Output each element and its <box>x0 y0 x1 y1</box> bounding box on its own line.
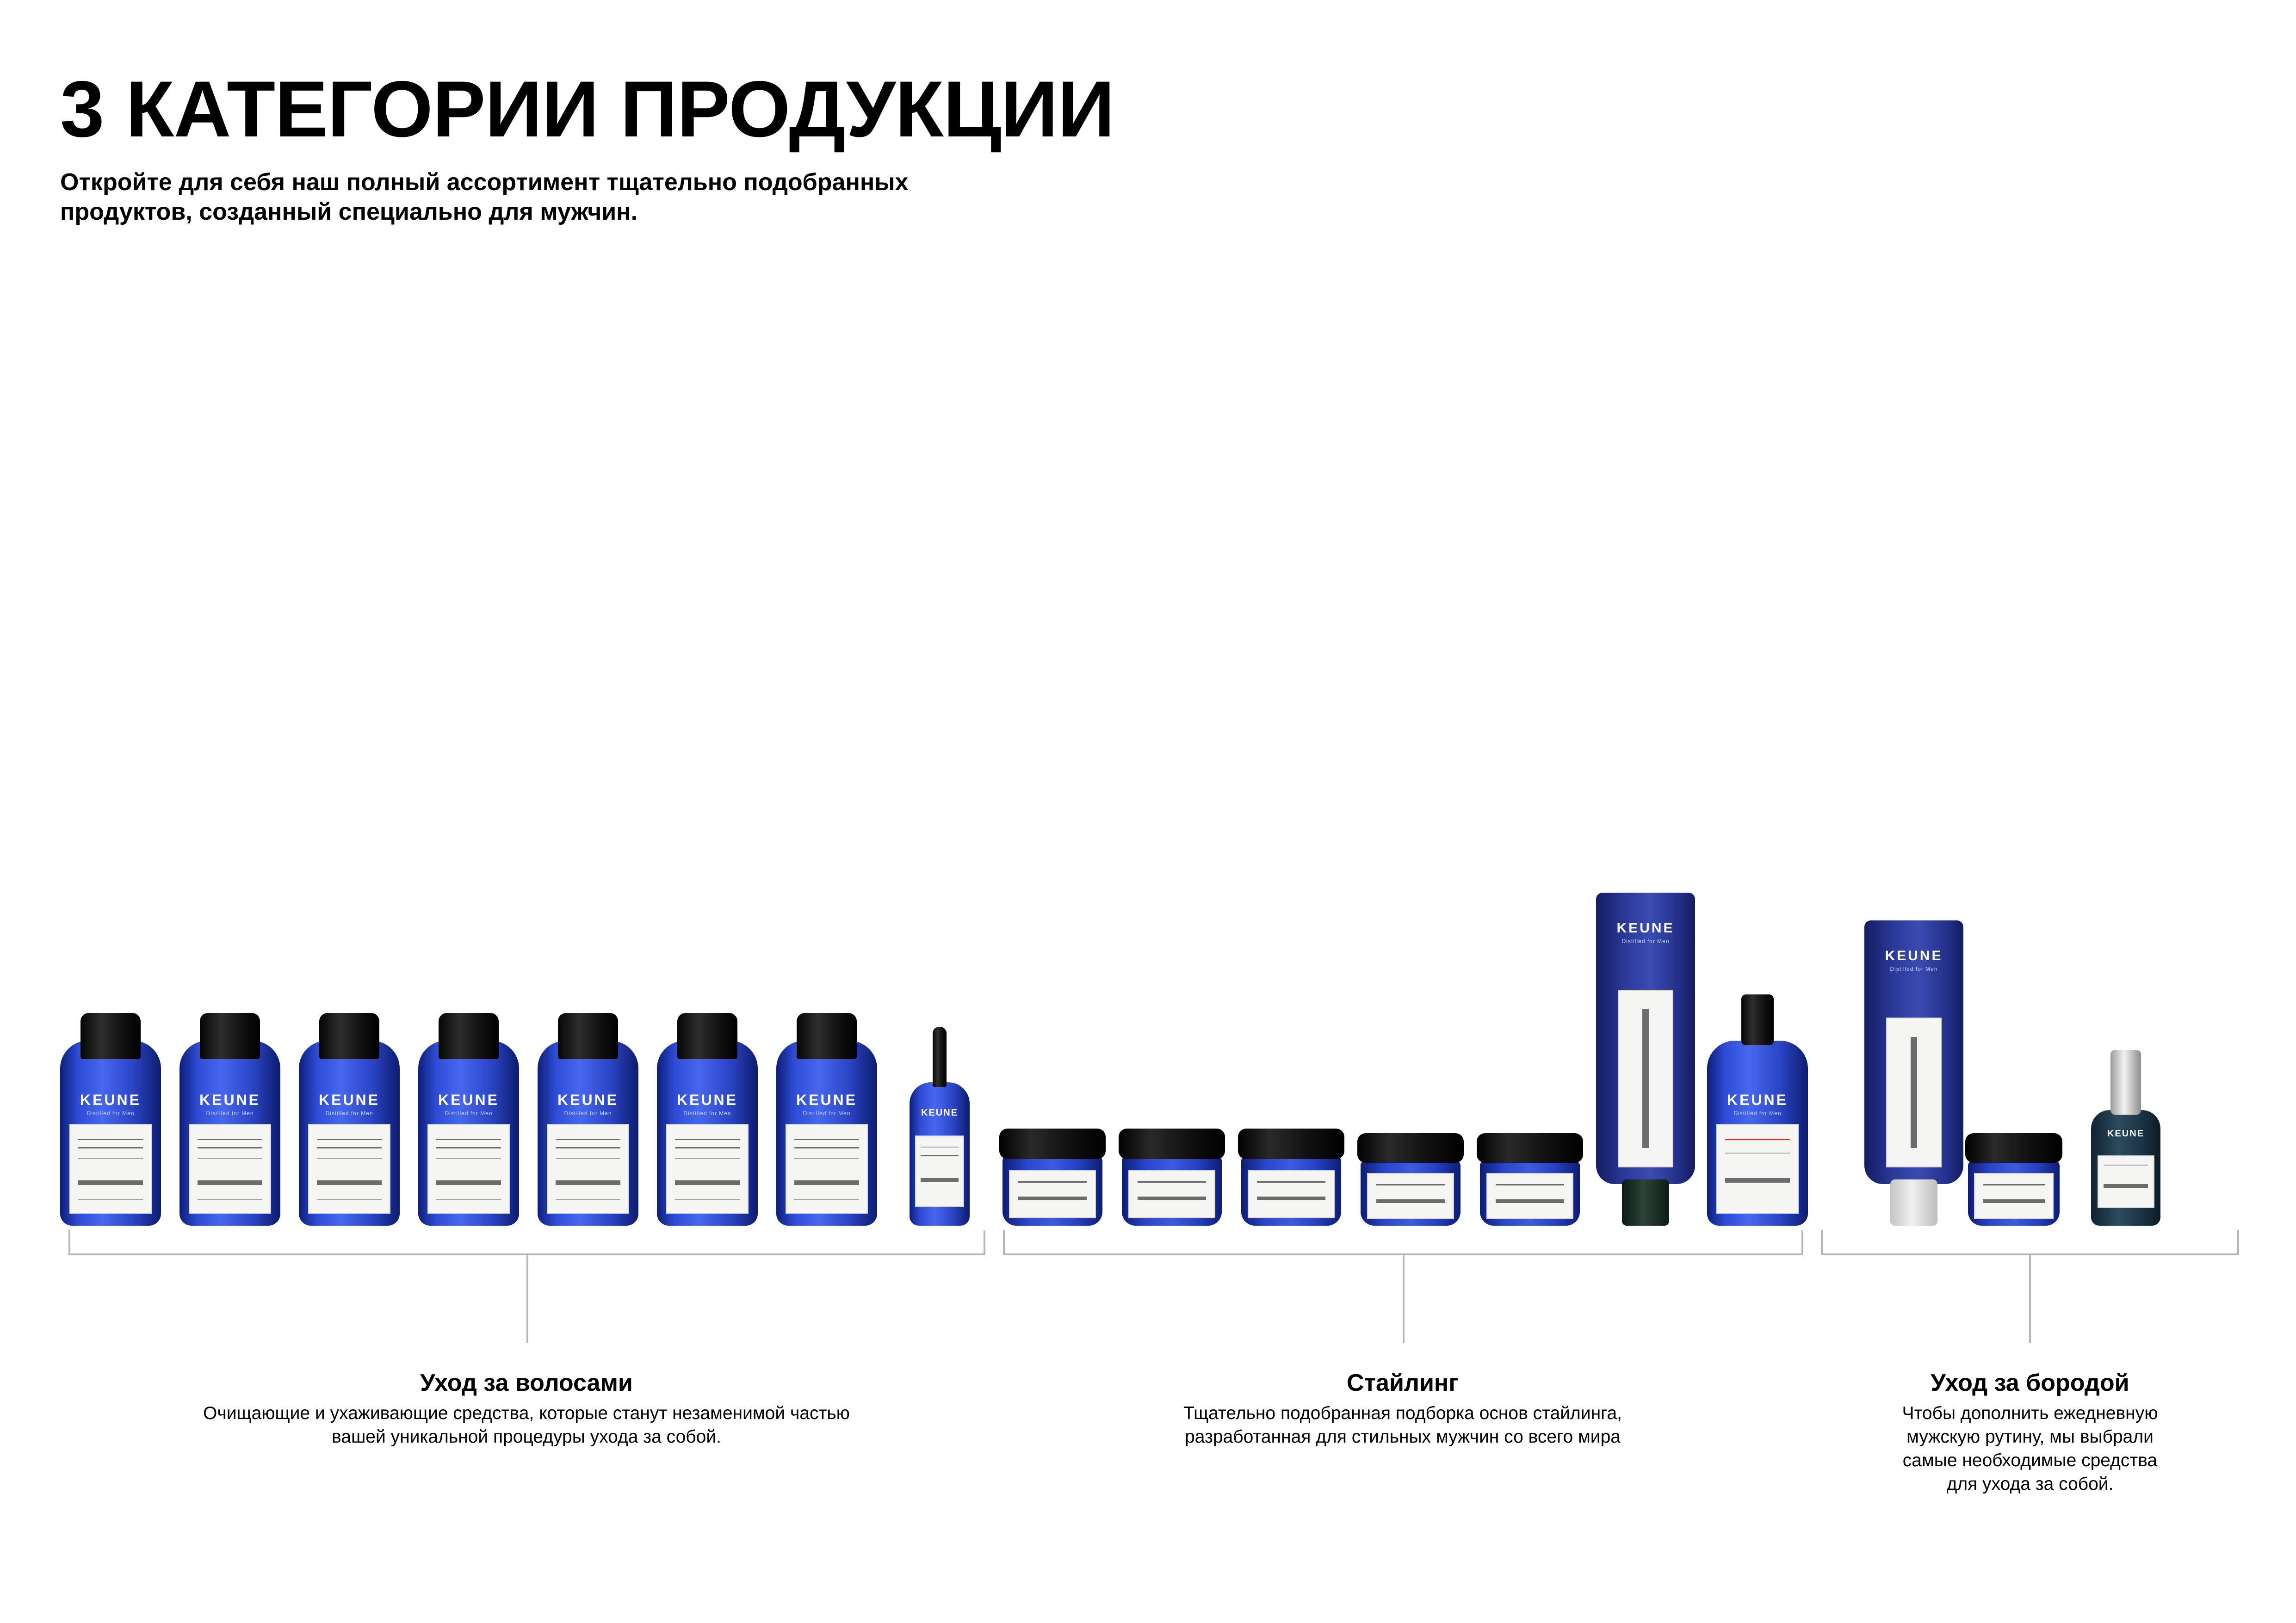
product-bottle: KEUNE Distilled for Men <box>538 1013 638 1226</box>
brand-tagline: Distilled for Men <box>87 1110 135 1117</box>
product-shelf: KEUNE Distilled for Men KEUNE Distilled … <box>60 874 2244 1226</box>
brand-tagline: Distilled for Men <box>325 1110 373 1117</box>
brand-logo: KEUNE <box>80 1092 141 1108</box>
product-jar <box>1357 1133 1464 1226</box>
brand-tagline: Distilled for Men <box>1733 1110 1782 1117</box>
brand-logo: KEUNE <box>1885 948 1943 963</box>
category-title-beard: Уход за бородой <box>1931 1370 2129 1396</box>
category-bracket-styling <box>1003 1230 1803 1255</box>
brand-logo: KEUNE <box>318 1092 380 1108</box>
brand-tagline: Distilled for Men <box>803 1110 851 1117</box>
brand-tagline: Distilled for Men <box>1621 938 1670 944</box>
product-bottle: KEUNE Distilled for Men <box>179 1013 280 1226</box>
page-title: 3 КАТЕГОРИИ ПРОДУКЦИИ <box>60 65 1115 154</box>
brand-logo: KEUNE <box>921 1108 958 1118</box>
product-bottle: KEUNE Distilled for Men <box>299 1013 400 1226</box>
page-intro: Откройте для себя наш полный ассортимент… <box>60 169 909 225</box>
brand-logo: KEUNE <box>557 1092 619 1108</box>
category-bracket-beard <box>1821 1230 2239 1255</box>
brand-logo: KEUNE <box>676 1092 738 1108</box>
category-stem-styling <box>1403 1255 1405 1343</box>
product-lotion-bottle: KEUNE <box>910 1027 970 1226</box>
brand-logo: KEUNE <box>2107 1129 2144 1139</box>
brand-logo: KEUNE <box>1616 920 1675 936</box>
product-tube: KEUNE Distilled for Men <box>1596 893 1695 1226</box>
category-title-styling: Стайлинг <box>1347 1370 1459 1396</box>
brand-logo: KEUNE <box>796 1092 857 1108</box>
product-spray-bottle: KEUNE Distilled for Men <box>1707 994 1808 1226</box>
product-jar <box>1965 1133 2062 1226</box>
category-bracket-hair <box>68 1230 985 1255</box>
brand-tagline: Distilled for Men <box>683 1110 731 1117</box>
product-bottle: KEUNE Distilled for Men <box>657 1013 758 1226</box>
product-jar <box>1477 1133 1583 1226</box>
brand-tagline: Distilled for Men <box>564 1110 612 1117</box>
category-description-beard: Чтобы дополнить ежедневную мужскую рутин… <box>1902 1403 2158 1494</box>
category-description-hair: Очищающие и ухаживающие средства, которы… <box>203 1403 850 1447</box>
product-bottle: KEUNE Distilled for Men <box>776 1013 877 1226</box>
product-jar <box>1119 1129 1225 1226</box>
product-bottle: KEUNE Distilled for Men <box>60 1013 161 1226</box>
product-tube: KEUNE Distilled for Men <box>1864 920 1963 1226</box>
product-bottle: KEUNE Distilled for Men <box>418 1013 519 1226</box>
product-jar <box>999 1129 1106 1226</box>
brand-logo: KEUNE <box>438 1092 499 1108</box>
brand-tagline: Distilled for Men <box>1890 966 1938 972</box>
category-title-hair: Уход за волосами <box>420 1370 633 1396</box>
brand-tagline: Distilled for Men <box>445 1110 493 1117</box>
brand-logo: KEUNE <box>199 1092 260 1108</box>
brand-logo: KEUNE <box>1727 1092 1788 1108</box>
category-stem-hair <box>526 1255 528 1343</box>
product-serum-bottle: KEUNE <box>2091 1050 2160 1226</box>
category-stem-beard <box>2029 1255 2031 1343</box>
brand-tagline: Distilled for Men <box>206 1110 254 1117</box>
product-jar <box>1238 1129 1344 1226</box>
category-description-styling: Тщательно подобранная подборка основ ста… <box>1183 1403 1622 1447</box>
